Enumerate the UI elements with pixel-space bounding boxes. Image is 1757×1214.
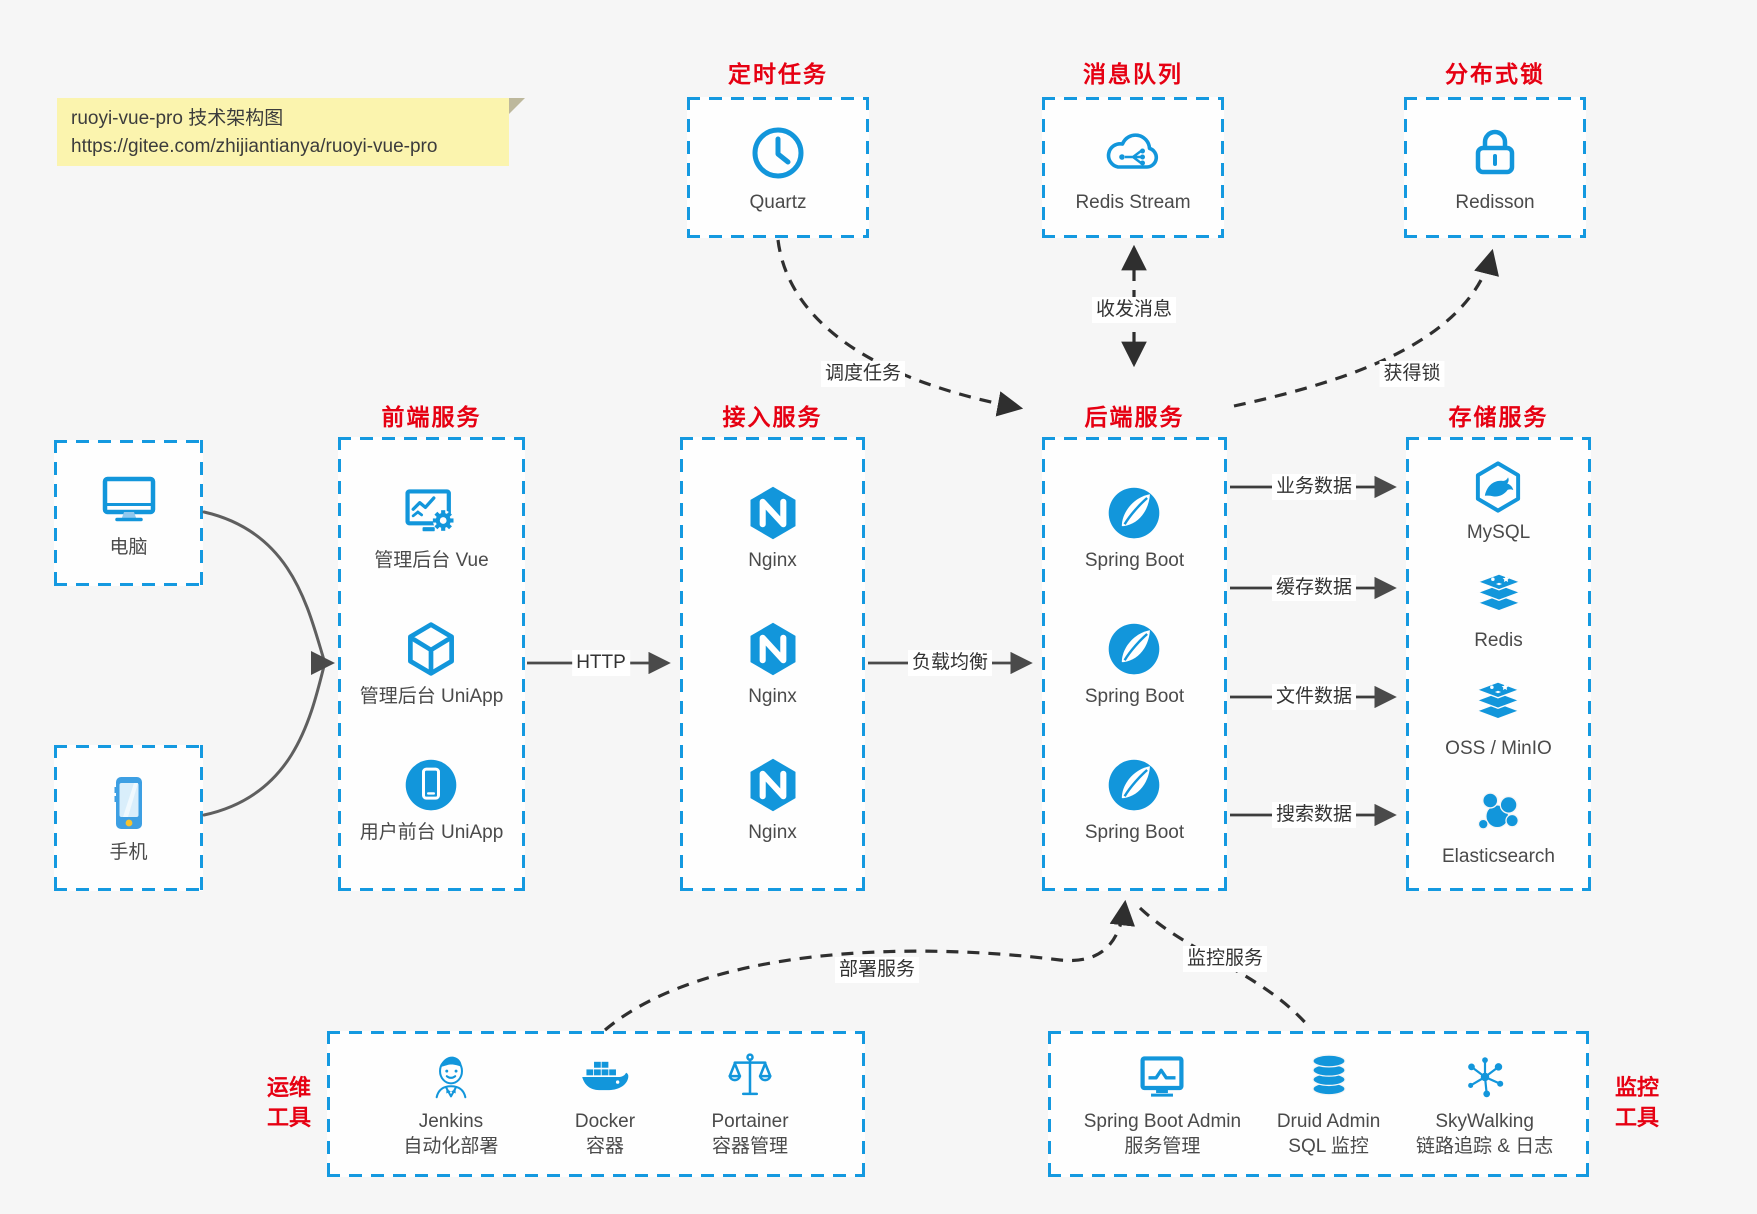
edge-label-http: HTTP xyxy=(572,650,630,676)
sticky-note: ruoyi-vue-pro 技术架构图 https://gitee.com/zh… xyxy=(57,98,525,166)
uniapp-cube-icon xyxy=(401,619,461,679)
storage-item: MySQL xyxy=(1467,459,1530,545)
devops-item: Portainer 容器管理 xyxy=(711,1050,789,1159)
backend-item: Spring Boot xyxy=(1085,619,1184,709)
monitoring-item: SkyWalking 链路追踪 & 日志 xyxy=(1416,1050,1553,1159)
title-storage: 存储服务 xyxy=(1448,404,1549,430)
gateway-item: Nginx xyxy=(743,483,803,573)
frontend-item: 用户前台 UniApp xyxy=(360,755,503,845)
arrow-acquire-lock xyxy=(1233,248,1499,408)
gateway-item: Nginx xyxy=(743,755,803,845)
monitoring-item: Spring Boot Admin 服务管理 xyxy=(1084,1050,1241,1159)
distributed-lock-label: Redisson xyxy=(1455,191,1535,213)
monitoring-item: Druid Admin SQL 监控 xyxy=(1277,1050,1380,1159)
spring-boot-icon xyxy=(1104,483,1164,543)
mobile-client-label: 手机 xyxy=(109,842,148,863)
nginx-icon xyxy=(743,619,803,679)
oss-minio-stack-icon xyxy=(1470,675,1526,731)
scheduler-box: Quartz xyxy=(687,97,869,238)
storage-item: OSS / MinIO xyxy=(1445,675,1552,761)
skywalking-icon xyxy=(1458,1050,1512,1104)
edge-label-file-data: 文件数据 xyxy=(1271,684,1357,710)
spring-boot-icon xyxy=(1104,755,1164,815)
message-queue-label: Redis Stream xyxy=(1075,191,1191,213)
mysql-icon xyxy=(1470,459,1526,515)
storage-box: MySQL Redis OSS / MinIO Elasticsearch xyxy=(1406,437,1591,891)
mobile-app-icon xyxy=(401,755,461,815)
title-backend: 后端服务 xyxy=(1084,404,1185,430)
elasticsearch-icon xyxy=(1471,783,1527,839)
pc-client-label: 电脑 xyxy=(109,537,148,558)
frontend-box: 管理后台 Vue 管理后台 UniApp 用户前台 UniApp xyxy=(338,437,525,891)
frontend-item: 管理后台 UniApp xyxy=(360,619,503,709)
message-queue-box: Redis Stream xyxy=(1042,97,1224,238)
edge-label-acquire-lock: 获得锁 xyxy=(1379,361,1445,387)
portainer-icon xyxy=(723,1050,777,1104)
lock-icon xyxy=(1463,121,1527,185)
desktop-icon xyxy=(97,466,161,530)
title-frontend: 前端服务 xyxy=(381,404,482,430)
edge-label-cache-data: 缓存数据 xyxy=(1271,575,1357,601)
edge-label-deploy-service: 部署服务 xyxy=(834,957,920,983)
mobile-client-box: 手机 xyxy=(54,745,203,891)
storage-item: Redis xyxy=(1471,567,1527,653)
gateway-item: Nginx xyxy=(743,619,803,709)
title-monitoring-tools: 监控 工具 xyxy=(1614,1075,1659,1130)
note-title: ruoyi-vue-pro 技术架构图 xyxy=(71,108,284,129)
title-distributed-lock: 分布式锁 xyxy=(1445,61,1545,87)
cloud-stream-icon xyxy=(1101,121,1165,185)
edge-label-send-receive-msg: 收发消息 xyxy=(1091,297,1177,323)
spring-boot-icon xyxy=(1104,619,1164,679)
pc-client-box: 电脑 xyxy=(54,440,203,586)
scheduler-label: Quartz xyxy=(749,191,807,213)
title-gateway: 接入服务 xyxy=(722,404,823,430)
clock-icon xyxy=(746,121,810,185)
monitoring-box: Spring Boot Admin 服务管理 Druid Admin SQL 监… xyxy=(1048,1031,1589,1177)
admin-monitor-gear-icon xyxy=(401,483,461,543)
edge-label-dispatch-task: 调度任务 xyxy=(820,361,906,387)
backend-item: Spring Boot xyxy=(1085,483,1184,573)
backend-box: Spring Boot Spring Boot Spring Boot xyxy=(1042,437,1227,891)
jenkins-icon xyxy=(424,1050,478,1104)
distributed-lock-box: Redisson xyxy=(1404,97,1586,238)
smartphone-icon xyxy=(97,771,161,835)
devops-box: Jenkins 自动化部署 Docker 容器 Portainer 容器管理 xyxy=(327,1031,865,1177)
devops-item: Jenkins 自动化部署 xyxy=(403,1050,498,1159)
arrow-mobile-to-frontend xyxy=(202,664,326,817)
frontend-item: 管理后台 Vue xyxy=(374,483,489,573)
nginx-icon xyxy=(743,483,803,543)
arrow-pc-to-frontend xyxy=(202,510,326,662)
edge-label-monitor-service: 监控服务 xyxy=(1182,946,1268,972)
spring-boot-admin-icon xyxy=(1135,1050,1189,1104)
title-devops-tools: 运维 工具 xyxy=(266,1075,311,1130)
storage-item: Elasticsearch xyxy=(1442,783,1555,869)
note-url: https://gitee.com/zhijiantianya/ruoyi-vu… xyxy=(71,136,438,157)
redis-stack-icon xyxy=(1471,567,1527,623)
druid-icon xyxy=(1302,1050,1356,1104)
nginx-icon xyxy=(743,755,803,815)
gateway-box: Nginx Nginx Nginx xyxy=(680,437,865,891)
backend-item: Spring Boot xyxy=(1085,755,1184,845)
edge-label-load-balance: 负载均衡 xyxy=(907,650,993,676)
title-scheduler: 定时任务 xyxy=(728,61,828,87)
devops-item: Docker 容器 xyxy=(575,1050,635,1159)
title-message-queue: 消息队列 xyxy=(1083,61,1183,87)
docker-icon xyxy=(578,1050,632,1104)
edge-label-business-data: 业务数据 xyxy=(1271,474,1357,500)
edge-label-search-data: 搜索数据 xyxy=(1271,802,1357,828)
